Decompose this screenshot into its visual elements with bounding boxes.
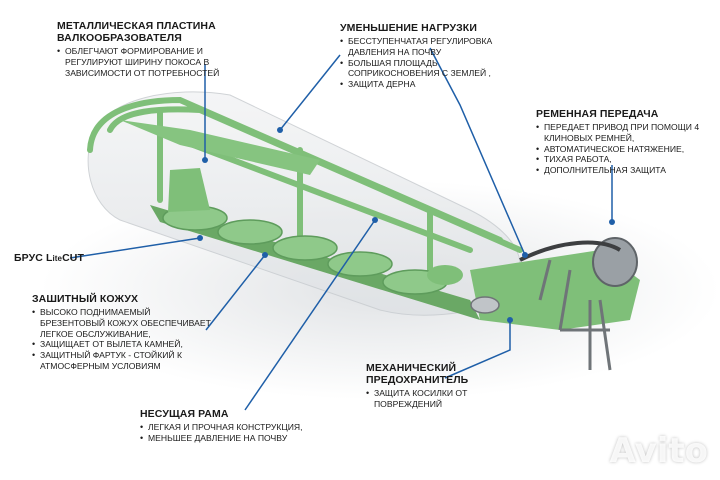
leader-dots bbox=[197, 127, 615, 323]
callout-title: УМЕНЬШЕНИЕ НАГРУЗКИ bbox=[340, 22, 477, 34]
spring bbox=[470, 296, 500, 314]
bullet-item: ЗАЩИТНЫЙ ФАРТУК - СТОЙКИЙ К АТМОСФЕРНЫМ … bbox=[32, 350, 222, 372]
avito-watermark: Avito bbox=[563, 430, 708, 472]
callout-protective-cover: ЗАШИТНЫЙ КОЖУХ ВЫСОКО ПОДНИМАЕМЫЙ БРЕЗЕН… bbox=[32, 293, 222, 372]
lifting-arm bbox=[120, 120, 320, 175]
callout-title: РЕМЕННАЯ ПЕРЕДАЧА bbox=[536, 108, 659, 120]
bullet-item: ЗАЩИТА КОСИЛКИ ОТ ПОВРЕЖДЕНИЙ bbox=[366, 388, 506, 410]
bullet-item: ЛЕГКАЯ И ПРОЧНАЯ КОНСТРУКЦИЯ, bbox=[140, 422, 340, 433]
belt-pulley bbox=[592, 237, 638, 287]
callout-support-frame: НЕСУЩАЯ РАМА ЛЕГКАЯ И ПРОЧНАЯ КОНСТРУКЦИ… bbox=[140, 408, 340, 444]
callout-mechanical-safety: МЕХАНИЧЕСКИЙ ПРЕДОХРАНИТЕЛЬ ЗАЩИТА КОСИЛ… bbox=[366, 362, 506, 410]
bullet-item: ОБЛЕГЧАЮТ ФОРМИРОВАНИЕ И РЕГУЛИРУЮТ ШИРИ… bbox=[57, 46, 242, 78]
callout-title: МЕТАЛЛИЧЕСКАЯ ПЛАСТИНА ВАЛКООБРАЗОВАТЕЛЯ bbox=[57, 20, 216, 44]
bullet-item: АВТОМАТИЧЕСКОЕ НАТЯЖЕНИЕ, bbox=[536, 144, 716, 155]
support-frame bbox=[87, 96, 523, 303]
headstock bbox=[538, 259, 612, 371]
callout-load-reduction: УМЕНЬШЕНИЕ НАГРУЗКИ БЕССТУПЕНЧАТАЯ РЕГУЛ… bbox=[340, 22, 530, 90]
bullet-item: ТИХАЯ РАБОТА, bbox=[536, 154, 716, 165]
callout-swath-plate: МЕТАЛЛИЧЕСКАЯ ПЛАСТИНА ВАЛКООБРАЗОВАТЕЛЯ… bbox=[57, 20, 242, 78]
gearbox bbox=[427, 265, 463, 285]
avito-logo-icon bbox=[568, 435, 602, 468]
bullet-item: ПЕРЕДАЕТ ПРИВОД ПРИ ПОМОЩИ 4 КЛИНОВЫХ РЕ… bbox=[536, 122, 716, 144]
bullet-item: ЗАЩИТА ДЕРНА bbox=[340, 79, 530, 90]
bullet-item: БЕССТУПЕНЧАТАЯ РЕГУЛИРОВКА ДАВЛЕНИЯ НА П… bbox=[340, 36, 530, 58]
bullet-item: ДОПОЛНИТЕЛЬНАЯ ЗАЩИТА bbox=[536, 165, 716, 176]
callout-title: ЗАШИТНЫЙ КОЖУХ bbox=[32, 293, 139, 305]
callout-title: БРУС LiteCUT bbox=[14, 252, 84, 264]
swath-plate bbox=[168, 168, 210, 212]
watermark-text: Avito bbox=[609, 431, 708, 471]
callout-belt-drive: РЕМЕННАЯ ПЕРЕДАЧА ПЕРЕДАЕТ ПРИВОД ПРИ ПО… bbox=[536, 108, 716, 176]
callout-cutter-bar: БРУС LiteCUT bbox=[14, 252, 134, 265]
callout-title: МЕХАНИЧЕСКИЙ ПРЕДОХРАНИТЕЛЬ bbox=[366, 362, 469, 386]
bullet-item: ВЫСОКО ПОДНИМАЕМЫЙ БРЕЗЕНТОВЫЙ КОЖУХ ОБЕ… bbox=[32, 307, 222, 339]
bullet-item: ЗАЩИЩАЕТ ОТ ВЫЛЕТА КАМНЕЙ, bbox=[32, 339, 222, 350]
callout-title: НЕСУЩАЯ РАМА bbox=[140, 408, 229, 420]
bullet-item: МЕНЬШЕЕ ДАВЛЕНИЕ НА ПОЧВУ bbox=[140, 433, 340, 444]
cutting-discs bbox=[162, 205, 448, 295]
belt bbox=[519, 240, 622, 262]
bullet-item: БОЛЬШАЯ ПЛОЩАДЬ СОПРИКОСНОВЕНИЯ С ЗЕМЛЕЙ… bbox=[340, 58, 530, 80]
